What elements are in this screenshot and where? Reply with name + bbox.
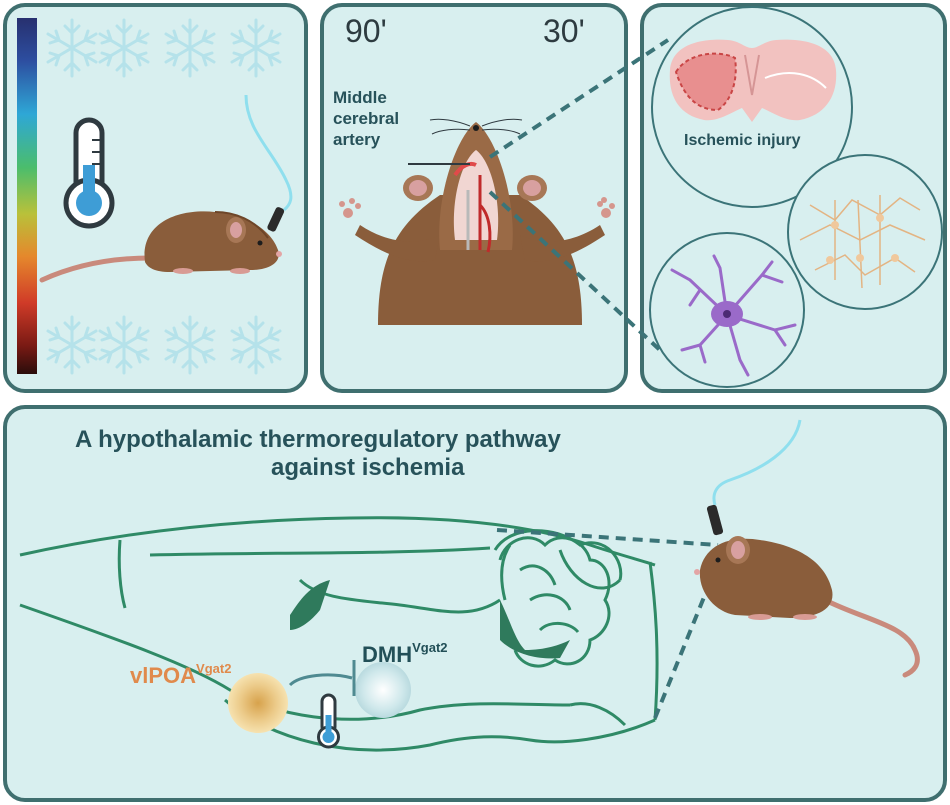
- brainstem-fill: [500, 600, 570, 659]
- cerebellum-icon: [498, 536, 611, 668]
- vlpoa-region: [228, 673, 288, 733]
- sagittal-brain-outline: [19, 516, 659, 752]
- mouse-icon: [39, 211, 282, 283]
- occlusion-time: 90': [345, 13, 387, 49]
- inhibition-arrow: [288, 673, 353, 687]
- thermometer-icon-small: [317, 693, 340, 749]
- svg-text:artery: artery: [333, 130, 381, 149]
- dmh-region: [355, 662, 411, 718]
- thermometer-icon: [63, 117, 115, 229]
- zoom-line-bottom: [488, 190, 664, 354]
- fiber-optic-probe-icon: [244, 94, 293, 232]
- ventricle-fill: [290, 580, 330, 630]
- neuron-icon: [670, 254, 797, 377]
- fiber-optic-probe-icon-large: [706, 419, 802, 536]
- pathway-title-line2: against ischemia: [271, 454, 465, 481]
- vlpoa-label: vlPOAVgat2: [130, 661, 231, 688]
- astrocyte-circle: [787, 154, 943, 310]
- reperfusion-time: 30': [543, 13, 585, 49]
- coronal-brain-icon: [669, 39, 837, 122]
- dmh-label: DMHVgat2: [362, 640, 448, 667]
- artery-label: Middle cerebral artery: [333, 88, 399, 149]
- zoom-line-upper: [496, 528, 719, 547]
- svg-text:cerebral: cerebral: [333, 109, 399, 128]
- zoom-line-top: [488, 38, 670, 159]
- ischemic-injury-label: Ischemic injury: [684, 132, 801, 149]
- mouse-icon-large: [694, 536, 920, 678]
- temperature-color-scale: [17, 18, 37, 374]
- surgical-mouse-icon: [339, 118, 615, 325]
- astrocyte-icon: [799, 195, 926, 289]
- pathway-title-line1: A hypothalamic thermoregulatory pathway: [75, 426, 562, 453]
- svg-text:Middle: Middle: [333, 88, 387, 107]
- zoom-line-lower: [653, 569, 717, 719]
